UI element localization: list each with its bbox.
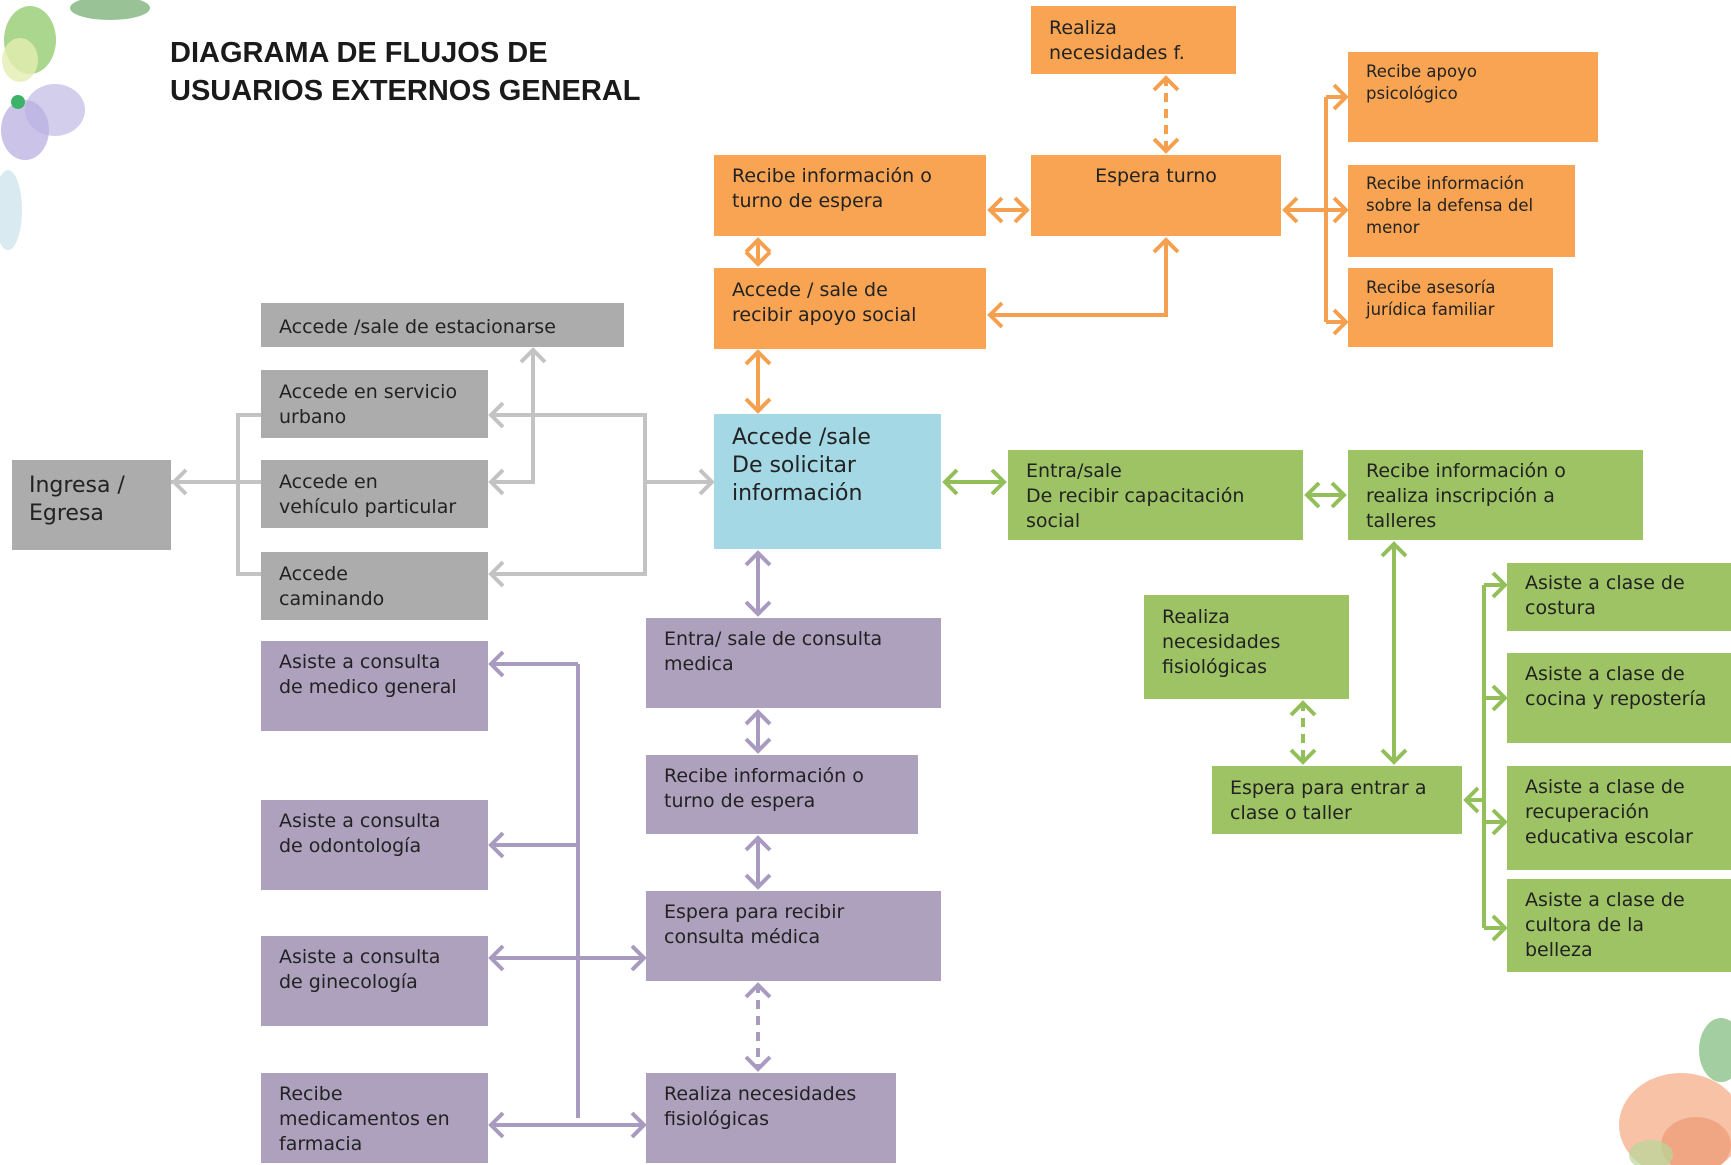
arrowhead-vehiculo xyxy=(488,468,505,496)
arrowhead-consulta-top xyxy=(744,600,772,617)
arrowhead-espera-consulta-bottom xyxy=(744,982,772,999)
arrowhead-inscripcion-bottom xyxy=(1380,541,1408,558)
node-clase-recuperacion-educativa: Asiste a clase de recuperación educativa… xyxy=(1507,766,1731,870)
node-accede-apoyo-social: Accede / sale de recibir apoyo social xyxy=(714,268,986,349)
arrowhead-espera-consulta-left xyxy=(630,944,647,972)
arrowhead-caminando xyxy=(488,560,505,588)
arrowhead-odontologia xyxy=(488,831,505,859)
arrowhead-info-turno-purple-top xyxy=(744,737,772,754)
arrowhead-espera-right xyxy=(1282,196,1299,224)
arrowhead-info-turno-purple-bottom xyxy=(744,835,772,852)
arrowhead-necesidades-f xyxy=(1152,75,1180,92)
arrowhead-espera-clase-right xyxy=(1463,786,1480,814)
arrowhead-espera-clase-top xyxy=(1380,748,1408,765)
node-recibe-informacion-inscripcion-talleres: Recibe información o realiza inscripción… xyxy=(1348,450,1643,540)
diagram-title: DIAGRAMA DE FLUJOS DE USUARIOS EXTERNOS … xyxy=(170,37,641,107)
node-espera-entrar-clase-taller: Espera para entrar a clase o taller xyxy=(1212,766,1462,834)
arrowhead-espera-left xyxy=(1013,196,1030,224)
arrowhead-asesoria xyxy=(1332,308,1349,336)
arrowhead-costura xyxy=(1491,571,1508,599)
node-accede-solicitar-informacion: Accede /sale De solicitar información xyxy=(714,414,941,549)
node-realiza-necesidades-fisiologicas-purple: Realiza necesidades fisiológicas xyxy=(646,1073,896,1163)
edge-vehiculo-estacionarse xyxy=(492,352,535,484)
node-entra-sale-consulta-medica: Entra/ sale de consulta medica xyxy=(646,618,941,708)
arrowhead-apoyo-social-right xyxy=(987,301,1004,329)
arrowhead-capacitacion-right xyxy=(1304,481,1321,509)
node-realiza-necesidades-f: Realiza necesidades f. xyxy=(1031,6,1236,74)
arrowhead-cocina xyxy=(1491,684,1508,712)
node-accede-estacionarse: Accede /sale de estacionarse xyxy=(261,303,624,347)
node-clase-cultora-belleza: Asiste a clase de cultora de la belleza xyxy=(1507,879,1731,972)
node-clase-cocina-reposteria: Asiste a clase de cocina y repostería xyxy=(1507,653,1731,743)
node-accede-servicio-urbano: Accede en servicio urbano xyxy=(261,370,488,438)
arrowhead-center-entry xyxy=(698,468,715,496)
node-consulta-medico-general: Asiste a consulta de medico general xyxy=(261,641,488,731)
arrowhead-espera-clase-top-2 xyxy=(1289,748,1317,765)
node-accede-caminando: Accede caminando xyxy=(261,552,488,620)
arrowhead-defensa-menor xyxy=(1332,196,1349,224)
arrowhead-center-right xyxy=(942,468,959,496)
arrowhead-info-turno-right xyxy=(987,196,1004,224)
arrowhead-estacionarse xyxy=(519,347,547,364)
arrowhead-ingresa xyxy=(171,468,188,496)
arrowhead-center-up xyxy=(744,397,772,414)
arrowhead-recuperacion xyxy=(1491,808,1508,836)
node-recibe-medicamentos-farmacia: Recibe medicamentos en farmacia xyxy=(261,1073,488,1163)
arrowhead-inscripcion-left xyxy=(1330,481,1347,509)
arrowhead-fisio-green-bottom xyxy=(1289,700,1317,717)
node-consulta-ginecologia: Asiste a consulta de ginecología xyxy=(261,936,488,1026)
node-recibe-asesoria-juridica: Recibe asesoría jurídica familiar xyxy=(1348,268,1553,347)
edge-gray-left-bus xyxy=(236,413,261,576)
node-entra-sale-capacitacion-social: Entra/sale De recibir capacitación socia… xyxy=(1008,450,1303,540)
node-accede-vehiculo-particular: Accede en vehículo particular xyxy=(261,460,488,528)
arrowhead-apoyo-down xyxy=(744,250,772,267)
arrowhead-espera-consulta-top xyxy=(744,873,772,890)
arrowhead-espera-top xyxy=(1152,137,1180,154)
arrowhead-consulta-bottom xyxy=(744,709,772,726)
arrowhead-ginecologia xyxy=(488,944,505,972)
arrowhead-info-turno-up xyxy=(744,237,772,254)
edge-gray-right-bus xyxy=(492,413,647,576)
arrowhead-espera-bottom xyxy=(1152,237,1180,254)
arrowhead-center-bottom xyxy=(744,550,772,567)
node-recibe-apoyo-psicologico: Recibe apoyo psicológico xyxy=(1348,52,1598,142)
node-recibe-informacion-turno-purple: Recibe información o turno de espera xyxy=(646,755,918,834)
arrowhead-servicio-urbano xyxy=(488,401,505,429)
node-realiza-necesidades-fisiologicas-green: Realiza necesidades fisiológicas xyxy=(1144,595,1349,699)
node-clase-costura: Asiste a clase de costura xyxy=(1507,563,1731,631)
arrowhead-medico-general xyxy=(488,650,505,678)
arrowhead-fisio-purple-left xyxy=(630,1111,647,1139)
arrowhead-capacitacion-left xyxy=(990,468,1007,496)
node-espera-recibir-consulta-medica: Espera para recibir consulta médica xyxy=(646,891,941,981)
arrowhead-apoyo-psico xyxy=(1332,83,1349,111)
arrowhead-fisio-purple-top xyxy=(744,1055,772,1072)
arrowhead-apoyo-social-up xyxy=(744,349,772,366)
node-recibe-informacion-turno-orange: Recibe información o turno de espera xyxy=(714,155,986,236)
node-recibe-informacion-defensa-menor: Recibe información sobre la defensa del … xyxy=(1348,165,1575,257)
node-ingresa-egresa: Ingresa / Egresa xyxy=(12,460,171,550)
arrowhead-belleza xyxy=(1491,914,1508,942)
edge-apoyo-espera xyxy=(989,239,1168,317)
node-espera-turno: Espera turno xyxy=(1031,155,1281,236)
arrowhead-farmacia xyxy=(488,1111,505,1139)
node-consulta-odontologia: Asiste a consulta de odontología xyxy=(261,800,488,890)
